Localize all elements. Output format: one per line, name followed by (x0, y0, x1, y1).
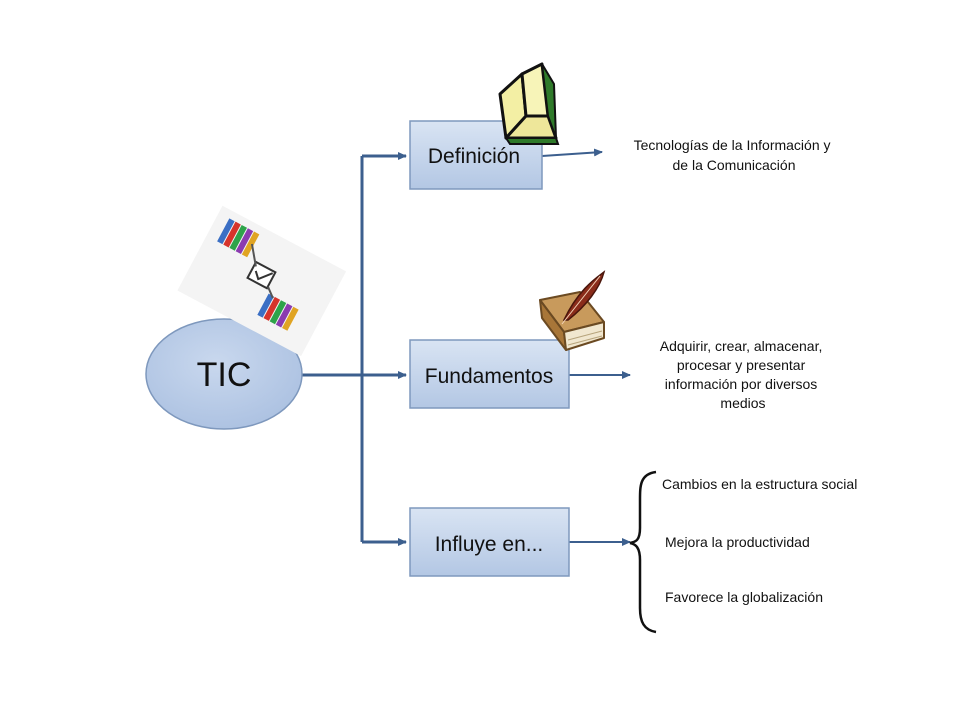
root-label: TIC (197, 356, 252, 394)
influye-item: Favorece la globalización (665, 589, 823, 605)
detail-line: procesar y presentar (677, 357, 806, 373)
detail-line: Tecnologías de la Información y (634, 137, 831, 153)
branch-label-influye: Influye en... (435, 533, 544, 556)
root-node: TIC (145, 318, 303, 430)
branch-node-fundamentos: Fundamentos (409, 339, 570, 409)
detail-definicion: Tecnologías de la Información y de la Co… (634, 137, 835, 173)
books-network-icon (177, 205, 347, 357)
book-quill-icon (539, 270, 606, 351)
open-book-icon (498, 62, 560, 145)
detail-line: medios (720, 395, 765, 411)
influye-item: Mejora la productividad (665, 534, 810, 550)
connectors (302, 148, 631, 546)
curly-brace (629, 470, 657, 634)
detail-line: Adquirir, crear, almacenar, (660, 338, 823, 354)
detail-fundamentos: Adquirir, crear, almacenar, procesar y p… (660, 338, 827, 411)
branch-label-fundamentos: Fundamentos (425, 365, 553, 388)
detail-line: de la Comunicación (673, 157, 796, 173)
detail-line: información por diversos (665, 376, 818, 392)
branch-label-definicion: Definición (428, 145, 520, 168)
influye-item: Cambios en la estructura social (662, 476, 857, 492)
branch-node-influye: Influye en... (409, 507, 570, 577)
detail-arrow-definicion (541, 148, 603, 157)
